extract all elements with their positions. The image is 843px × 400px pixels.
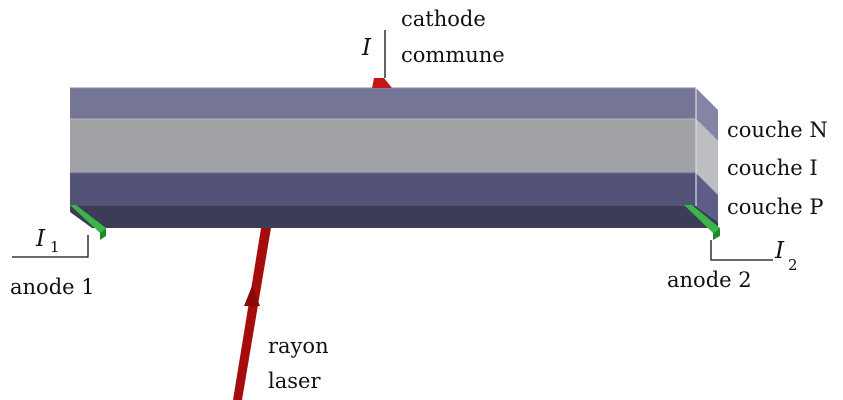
anode-1-leader-line: [12, 235, 89, 258]
cathode-label-line2: commune: [401, 43, 505, 67]
layer-n-label: couche N: [727, 118, 828, 142]
layer-p-label: couche P: [727, 195, 823, 219]
anode-2-label: anode 2: [667, 268, 752, 292]
laser-label-line2: laser: [268, 369, 321, 393]
laser-label-line1: rayon: [268, 334, 329, 358]
anode-2-current-index: 2: [788, 256, 798, 274]
anode-2-contact: [684, 205, 720, 240]
layer-i-side-face: [696, 119, 718, 195]
anode-1-current-symbol: I: [35, 226, 46, 252]
laser-arrow-head: [244, 286, 260, 306]
layer-i: [70, 119, 696, 173]
layer-p-side-face: [696, 173, 718, 222]
cathode-label-line1: cathode: [401, 7, 486, 31]
laser-beam-body: [233, 216, 273, 400]
layer-stack: [70, 87, 718, 228]
anode-1-contact: [70, 205, 106, 240]
layer-n: [70, 88, 696, 119]
anode-1-label: anode 1: [10, 275, 95, 299]
layer-i-label: couche I: [727, 156, 818, 180]
cathode-contact: [372, 78, 392, 88]
laser-beam: [233, 216, 273, 400]
anode-1-current-index: 1: [50, 238, 60, 256]
layer-p: [70, 173, 696, 206]
substrate-bottom-face: [70, 206, 718, 228]
layer-n-side-face: [696, 88, 718, 141]
anode-2-leader-line: [710, 240, 773, 261]
cathode-current-label: I: [361, 35, 372, 61]
anode-2-current-symbol: I: [774, 238, 785, 264]
